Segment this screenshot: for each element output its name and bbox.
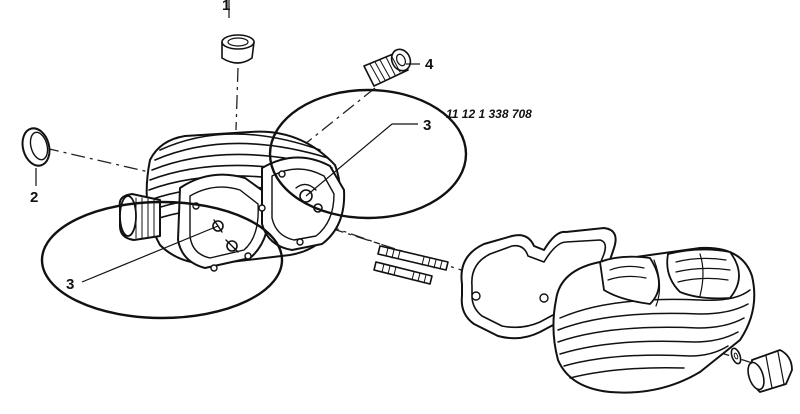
highlight-ellipse-left [40,200,284,320]
callout-4: 4 [425,56,434,73]
callout-3-left: 3 [66,276,74,293]
callout-1: 1 [222,0,230,14]
cylinder-head [118,130,346,272]
callout-labels: 1 2 3 3 4 [30,0,434,293]
highlight-ellipse-right [268,88,468,220]
highlight-ellipses [40,88,468,320]
valve-cover [552,246,756,394]
part-2-ring [21,127,51,167]
callout-2: 2 [30,189,38,206]
part-number-label: 11 12 1 338 708 [446,107,532,121]
washer-and-cap-nut [730,347,793,393]
callout-leaders [35,0,420,283]
part-4-threaded-insert [363,48,412,87]
mounting-studs [373,245,449,285]
part-1-sealing-ring [221,34,255,64]
callout-3-right: 3 [423,117,431,134]
